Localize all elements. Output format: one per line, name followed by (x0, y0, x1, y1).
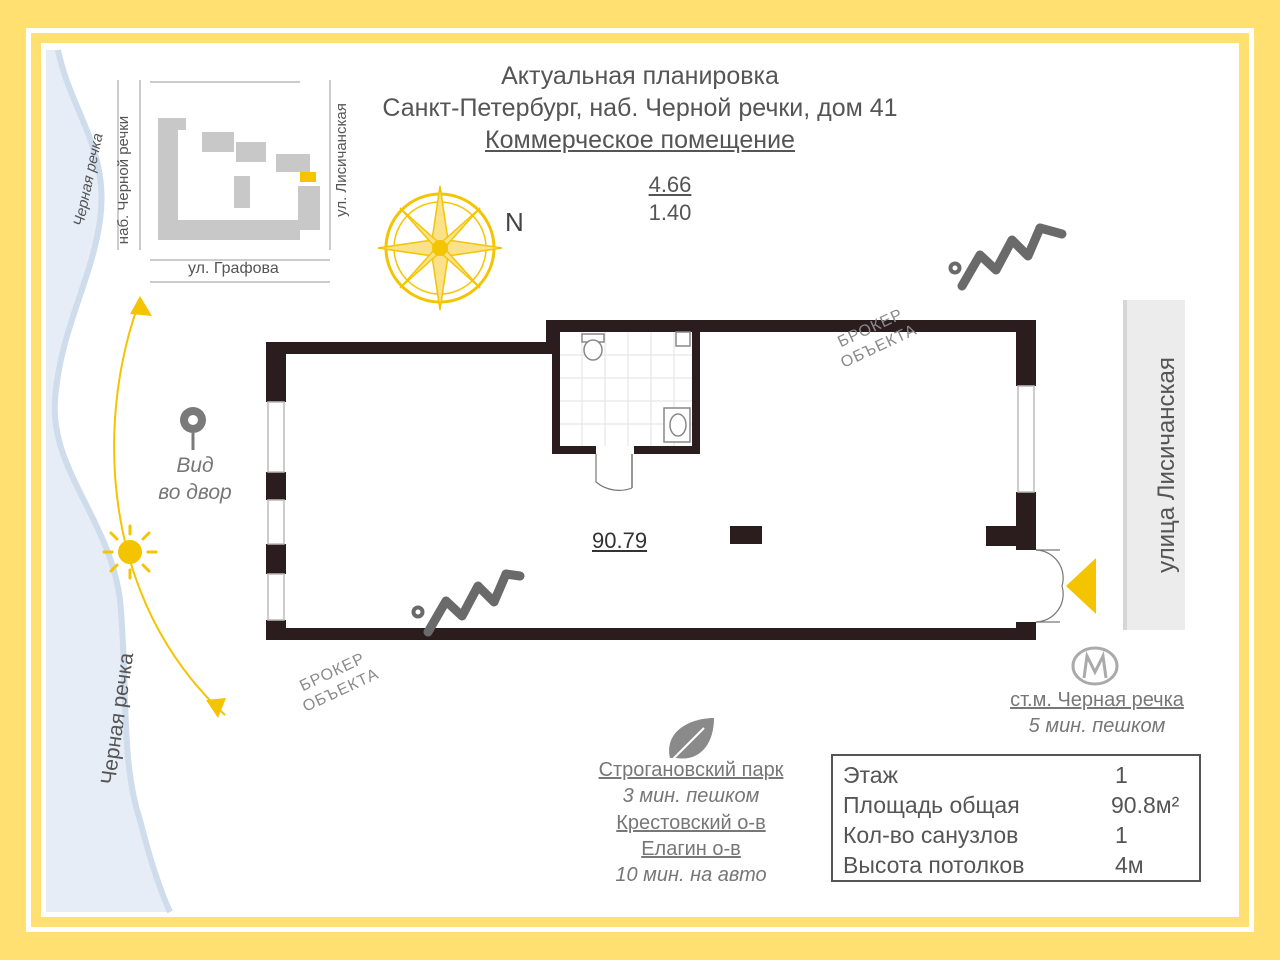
metro-walk: 5 мин. пешком (1028, 715, 1166, 737)
river-bank (51, 49, 173, 914)
info-row-area: Площадь общая 90.8м² (843, 792, 1203, 822)
ratio-bottom: 1.40 (648, 200, 692, 225)
entrance-door (1035, 549, 1064, 623)
info-label: Площадь общая (843, 792, 1020, 818)
street-right-big-label: улица Лисичанская (1153, 357, 1180, 573)
info-table: Этаж 1 Площадь общая 90.8м² Кол-во сануз… (831, 754, 1201, 882)
north-label: N (505, 207, 524, 237)
building-marker (300, 172, 316, 182)
metro-icon (1071, 646, 1119, 686)
river-shape (46, 50, 170, 912)
broker-logo-bottom (411, 569, 525, 637)
info-value: 4м (1115, 852, 1144, 878)
info-value: 1 (1115, 822, 1128, 848)
view-label-2: во двор (158, 481, 232, 504)
entrance-arrow (1066, 558, 1096, 614)
island-2: Елагин о-в (641, 838, 741, 860)
info-row-bathrooms: Кол-во санузлов 1 (843, 822, 1203, 852)
sun-icon (102, 524, 158, 580)
street-bottom-label: ул. Графова (188, 260, 279, 277)
island-1: Крестовский о-в (616, 812, 766, 834)
inner-frame-line (31, 33, 1249, 927)
info-label: Высота потолков (843, 852, 1025, 878)
broker-logo-top (948, 223, 1067, 291)
toilet-icon (581, 333, 605, 361)
street-band (1125, 300, 1185, 630)
pin-icon (180, 407, 206, 450)
park-name: Строгановский парк (598, 759, 784, 781)
leaf-icon (669, 718, 714, 763)
info-value: 1 (1115, 762, 1128, 788)
plan-title: Актуальная планировка (501, 62, 779, 90)
info-row-ceiling: Высота потолков 4м (843, 852, 1203, 882)
property-type: Коммерческое помещение (485, 126, 795, 154)
metro-station: ст.м. Черная речка (1010, 689, 1184, 711)
info-value: 90.8м² (1111, 792, 1180, 818)
info-row-floor: Этаж 1 (843, 762, 1203, 792)
drive-time: 10 мин. на авто (615, 864, 767, 886)
sink-icon (663, 407, 691, 443)
sun-path (102, 296, 226, 718)
compass-rose (377, 185, 503, 311)
park-walk: 3 мин. пешком (622, 785, 760, 807)
street-left-label: наб. Черной речки (115, 115, 132, 245)
view-label-1: Вид (176, 454, 214, 477)
address: Санкт-Петербург, наб. Черной речки, дом … (382, 94, 898, 122)
street-right-label: ул. Лисичанская (333, 103, 350, 217)
ratio-top: 4.66 (648, 172, 692, 197)
floor-plan (266, 320, 1096, 640)
info-label: Этаж (843, 762, 898, 788)
info-label: Кол-во санузлов (843, 822, 1019, 848)
site-map (117, 80, 331, 283)
room-area: 90.79 (592, 528, 648, 553)
